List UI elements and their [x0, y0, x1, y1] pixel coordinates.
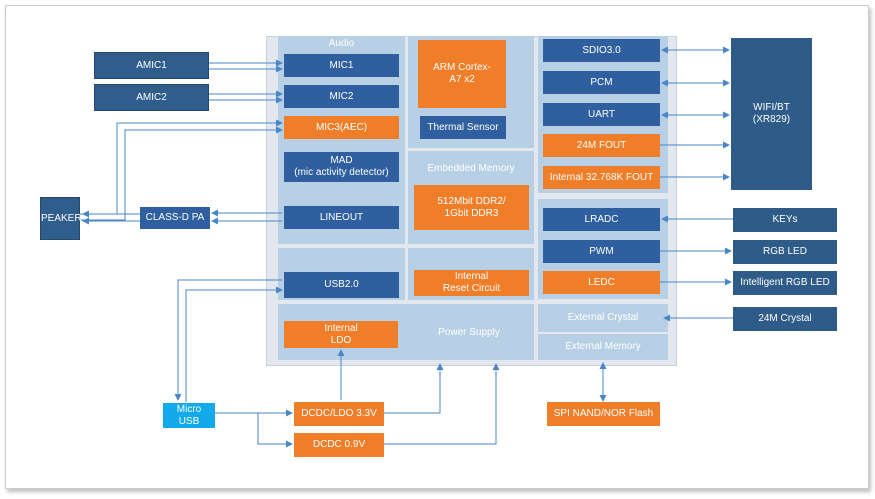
mic1-block: MIC1: [284, 54, 399, 77]
class-d-pa-block: CLASS-D PA: [140, 207, 210, 229]
internal-ldo-block: Internal LDO: [284, 321, 398, 348]
wire-dcdc09-power: [384, 363, 500, 445]
usb20-block: USB2.0: [284, 272, 399, 298]
ledc-block: LEDC: [543, 271, 660, 294]
speaker-block: PEAKER: [40, 197, 82, 240]
fout24-block: 24M FOUT: [543, 134, 660, 157]
amic1-block: AMIC1: [94, 52, 209, 79]
crystal-24m-block: 24M Crystal: [733, 307, 837, 331]
wire-microusb-dcdc09: [257, 413, 293, 448]
thermal-sensor-block: Thermal Sensor: [420, 116, 506, 139]
ext-crystal-panel: [538, 304, 668, 332]
wire-speaker-mic3-b: [80, 126, 283, 221]
lradc-block: LRADC: [543, 208, 660, 231]
pcm-block: PCM: [543, 71, 660, 94]
mic3-aec-block: MIC3(AEC): [284, 116, 399, 139]
wire-usb-microusb: [174, 279, 282, 401]
intelligent-rgb-led-block: Intelligent RGB LED: [733, 271, 837, 295]
audio-title: Audio: [328, 38, 355, 49]
lineout-block: LINEOUT: [284, 206, 399, 229]
micro-usb-block: Micro USB: [163, 403, 215, 428]
sdio-block: SDIO3.0: [543, 39, 660, 62]
mad-block: MAD (mic activity detector): [284, 152, 399, 182]
rgb-led-block: RGB LED: [733, 240, 837, 264]
uart-block: UART: [543, 103, 660, 126]
ddr-block: 512Mbit DDR2/ 1Gbit DDR3: [414, 185, 529, 230]
power-title: Power Supply: [438, 327, 500, 338]
pwm-block: PWM: [543, 240, 660, 263]
mic2-block: MIC2: [284, 85, 399, 108]
wire-microusb-usb: [185, 286, 283, 402]
wifi-bt-block: WIFI/BT (XR829): [731, 38, 812, 190]
arm-cortex-block: ARM Cortex- A7 x2: [418, 40, 506, 108]
dcdc-33v-block: DCDC/LDO 3.3V: [294, 402, 384, 426]
amic2-block: AMIC2: [94, 84, 209, 111]
keys-block: KEYs: [733, 208, 837, 232]
spi-flash-block: SPI NAND/NOR Flash: [547, 402, 660, 426]
wire-dcdc33-power: [384, 363, 444, 414]
ext-crystal-label: External Crystal: [567, 312, 639, 323]
wire-speaker-mic3: [80, 119, 283, 215]
reset-circuit-block: Internal Reset Circuit: [414, 270, 529, 296]
dcdc-09v-block: DCDC 0.9V: [294, 433, 384, 457]
embedded-memory-title: Embedded Memory: [427, 163, 515, 174]
fout32-block: Internal 32.768K FOUT: [543, 166, 660, 189]
ext-memory-panel: [538, 334, 668, 360]
ext-memory-label: External Memory: [565, 341, 641, 352]
